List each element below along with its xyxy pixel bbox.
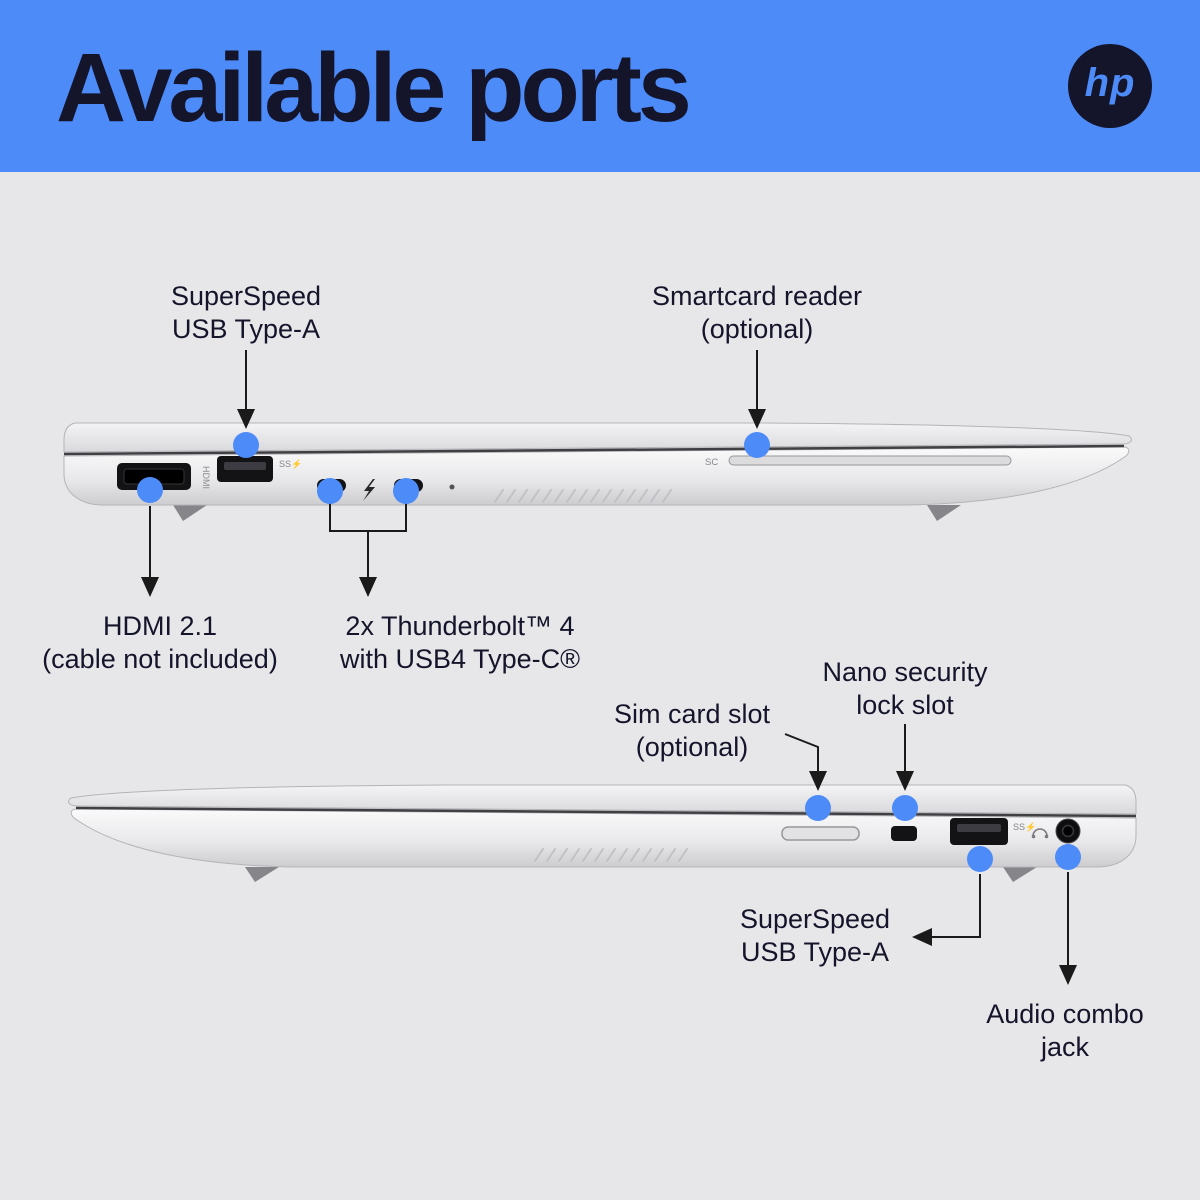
page-title: Available ports (56, 33, 692, 142)
hp-logo: hp (1068, 44, 1152, 128)
header-band: Available ports hp (0, 0, 1200, 172)
callout-label-hdmi: HDMI 2.1 (cable not included) (42, 611, 278, 674)
port-dot-usb-a-bottom (967, 846, 993, 872)
callout-label-sim: Sim card slot (optional) (613, 699, 771, 762)
callout-label-thunderbolt: 2x Thunderbolt™ 4 with USB4 Type-C® (340, 611, 580, 674)
port-dot-usb-a-top (233, 432, 259, 458)
bracket-thunderbolt (329, 499, 407, 532)
port-dot-thunderbolt-1 (317, 478, 343, 504)
callout-label-superspeed-usb-top: SuperSpeed USB Type-A (170, 281, 322, 344)
laptop-foot (927, 505, 961, 521)
thunderbolt-icon (363, 479, 375, 501)
speaker-grille (494, 489, 672, 503)
port-dot-smartcard (744, 432, 770, 458)
laptop-lid (68, 784, 1137, 815)
hp-logo-text: hp (1084, 60, 1136, 105)
callout-label-superspeed-usb-bottom: SuperSpeed USB Type-A (739, 904, 891, 967)
audio-jack-port (1055, 818, 1081, 844)
laptop-foot (245, 867, 279, 882)
callout-label-lock: Nano security lock slot (822, 657, 988, 720)
port-dot-lock (892, 795, 918, 821)
smartcard-marking: SC (705, 457, 718, 468)
smartcard-slot: SC (705, 455, 1012, 468)
laptop-left-side-view: HDMI SS⚡ SC (63, 422, 1132, 521)
laptop-lid (63, 422, 1132, 453)
laptop-foot (1003, 867, 1037, 882)
headset-icon (1031, 828, 1049, 839)
arrow-superspeed-usb-bottom (912, 874, 981, 946)
port-dot-audio (1055, 844, 1081, 870)
laptop-seam (75, 806, 1137, 818)
usb-a-port-top: SS⚡ (217, 456, 302, 482)
laptop-foot (173, 505, 207, 521)
laptop-base (70, 808, 1137, 868)
callout-label-audio: Audio combo jack (986, 999, 1144, 1062)
hdmi-port: HDMI (117, 463, 211, 490)
nano-lock-slot (891, 826, 917, 841)
port-dot-hdmi (137, 477, 163, 503)
callout-label-smartcard: Smartcard reader (optional) (651, 281, 863, 344)
speaker-grille (534, 848, 688, 862)
sim-card-slot (781, 826, 860, 841)
mic-hole (449, 484, 455, 490)
usb-ss-marking: SS⚡ (1013, 821, 1036, 833)
hdmi-marking: HDMI (201, 466, 211, 489)
usb-a-port-bottom: SS⚡ (950, 818, 1036, 845)
usb-ss-marking: SS⚡ (279, 458, 302, 470)
port-dot-sim (805, 795, 831, 821)
port-dot-thunderbolt-2 (393, 478, 419, 504)
laptop-right-side-view: SS⚡ (68, 784, 1137, 882)
arrow-sim (784, 733, 827, 791)
